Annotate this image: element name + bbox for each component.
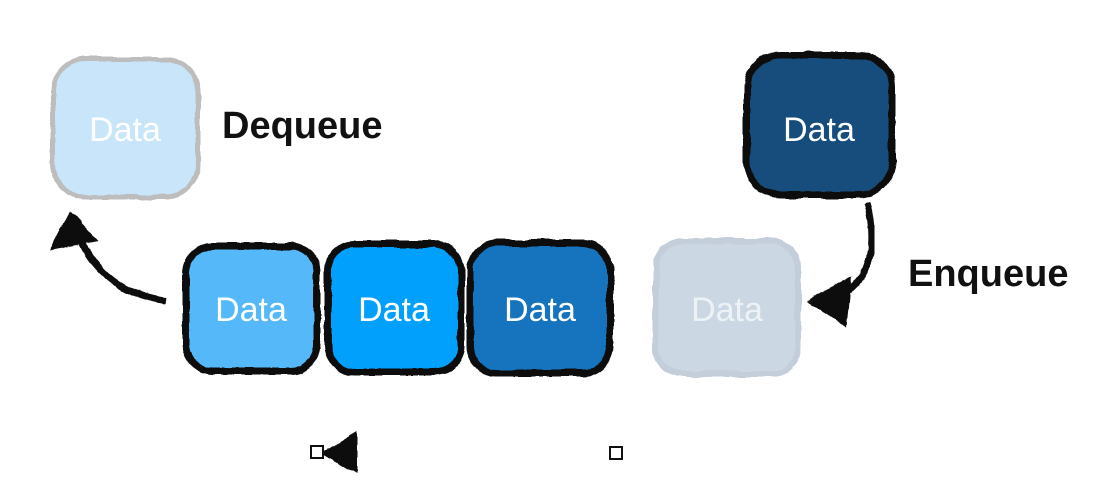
enqueue-operation-label: Enqueue: [908, 253, 1068, 295]
queue-slot-2: [324, 240, 465, 376]
enqueue-arrow: [845, 202, 876, 293]
queue-slot-3: [466, 239, 614, 377]
queue-slot-2-label: Data: [358, 291, 430, 329]
queue-slot-1: [182, 242, 321, 375]
dequeue-arrow: [77, 238, 167, 305]
queue-slot-3-label: Data: [504, 291, 576, 329]
queue-slot-4-label: Data: [691, 291, 763, 329]
arrow-endpoint-handle-right: [609, 446, 623, 460]
dequeued-item-box: [50, 56, 201, 200]
queue-slot-4-faded: [653, 238, 801, 377]
dequeued-item-label: Data: [89, 111, 161, 149]
incoming-item-label: Data: [783, 111, 855, 149]
dequeue-operation-label: Dequeue: [222, 105, 382, 147]
incoming-item-box: [743, 51, 896, 199]
flow-direction-arrowhead-icon: [322, 432, 357, 474]
queue-slot-1-label: Data: [215, 291, 287, 329]
enqueue-arrowhead-icon: [806, 275, 852, 327]
arrow-endpoint-handle-left: [310, 445, 324, 459]
dequeue-arrowhead-icon: [50, 211, 98, 250]
